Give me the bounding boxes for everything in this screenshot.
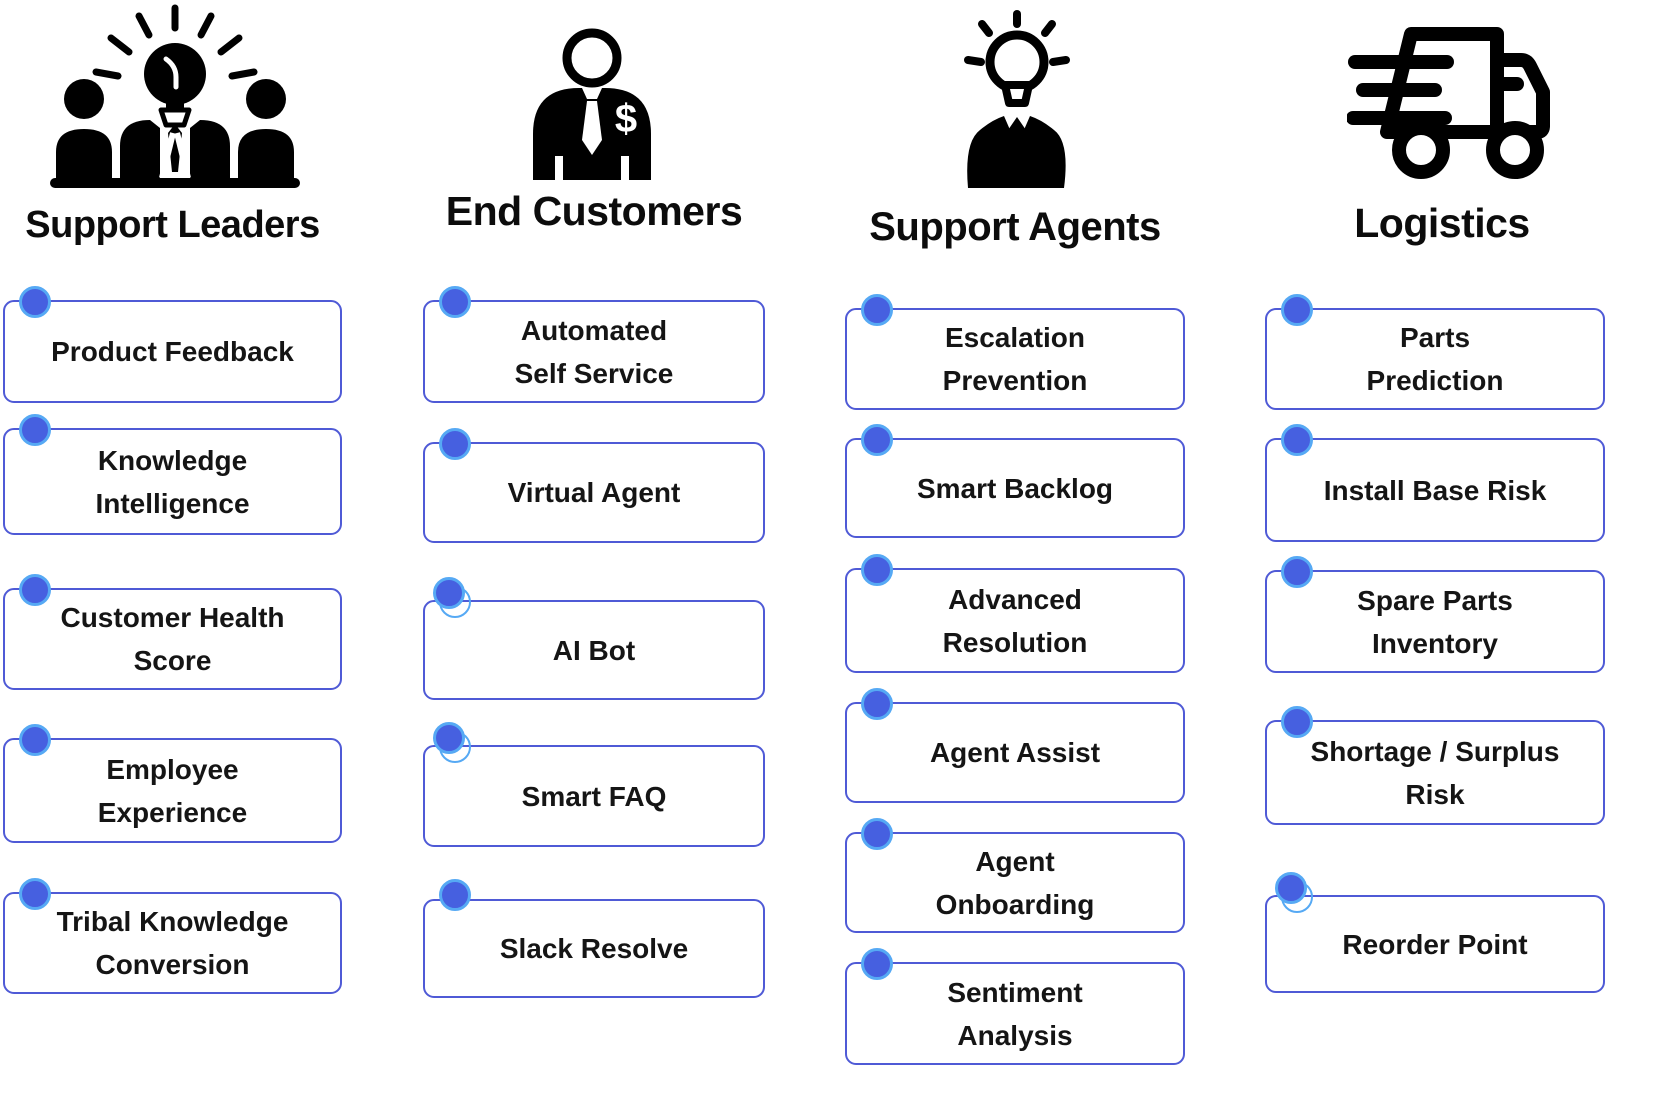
feature-box: Virtual Agent (423, 428, 765, 543)
delivery-truck-icon (1347, 27, 1550, 179)
feature-box: Employee Experience (3, 724, 342, 843)
feature-label: Virtual Agent (507, 477, 681, 508)
feature-label: Parts Prediction (1366, 322, 1504, 396)
bullet-dot (861, 948, 893, 980)
feature-label: Product Feedback (51, 336, 294, 367)
businessman-dollar-icon: $ (533, 28, 651, 180)
feature-label: Agent Onboarding (935, 845, 1095, 920)
feature-box: Slack Resolve (423, 879, 765, 998)
feature-label: Knowledge Intelligence (95, 444, 250, 519)
bullet-dot (861, 554, 893, 586)
bullet-dot (19, 878, 51, 910)
column-title: End Customers (445, 188, 743, 234)
feature-label: Spare Parts Inventory (1357, 584, 1513, 659)
feature-box: Reorder Point (1265, 872, 1605, 993)
feature-label: AI Bot (552, 634, 636, 666)
bullet-dot (1281, 424, 1313, 456)
bullet-dot (861, 294, 893, 326)
feature-label: Smart FAQ (521, 780, 667, 812)
feature-box: Sentiment Analysis (845, 948, 1185, 1065)
feature-box: Escalation Prevention (845, 294, 1185, 410)
feature-label: Escalation Prevention (942, 322, 1088, 396)
feature-label: Smart Backlog (916, 472, 1114, 504)
feature-label: Reorder Point (1342, 928, 1528, 960)
bullet-dot (861, 818, 893, 850)
bullet-dot (19, 574, 51, 606)
agent-lightbulb-icon (964, 10, 1070, 188)
feature-box: Agent Onboarding (845, 818, 1185, 933)
feature-box: Smart FAQ (423, 722, 765, 847)
svg-text:$: $ (615, 97, 637, 141)
feature-box: Product Feedback (3, 286, 342, 403)
feature-box: Tribal Knowledge Conversion (3, 878, 342, 994)
feature-label: Automated Self Service (514, 314, 674, 389)
feature-box: Smart Backlog (845, 424, 1185, 538)
feature-box: Advanced Resolution (845, 554, 1185, 673)
feature-box: AI Bot (423, 577, 765, 700)
bullet-dot (1281, 706, 1313, 738)
bullet-dot (19, 286, 51, 318)
feature-box: Customer Health Score (3, 574, 342, 690)
feature-box: Knowledge Intelligence (3, 414, 342, 535)
feature-label: Install Base Risk (1323, 474, 1547, 506)
feature-box: Shortage / Surplus Risk (1265, 706, 1605, 825)
column-title: Support Agents (869, 205, 1161, 249)
bullet-dot (861, 688, 893, 720)
bullet-dot (861, 424, 893, 456)
bullet-dot (439, 286, 471, 318)
feature-label: Shortage / Surplus Risk (1310, 735, 1560, 810)
feature-box: Agent Assist (845, 688, 1185, 803)
feature-box: Automated Self Service (423, 286, 765, 403)
feature-box: Spare Parts Inventory (1265, 556, 1605, 673)
column-end-customers: $ End Customers Automated Self Service V… (423, 0, 765, 1102)
team-lightbulb-icon (50, 4, 300, 188)
column-support-leaders: Support Leaders Product Feedback Knowled… (3, 0, 342, 1102)
bullet-dot (433, 722, 465, 754)
bullet-dot (1275, 872, 1307, 904)
feature-label: Tribal Knowledge Conversion (56, 906, 289, 980)
bullet-dot (439, 428, 471, 460)
bullet-dot (19, 724, 51, 756)
bullet-dot (19, 414, 51, 446)
bullet-dot (433, 577, 465, 609)
feature-label: Agent Assist (929, 737, 1101, 768)
feature-label: Sentiment Analysis (947, 976, 1083, 1051)
column-title: Logistics (1354, 200, 1530, 246)
bullet-dot (439, 879, 471, 911)
feature-box: Install Base Risk (1265, 424, 1605, 542)
bullet-dot (1281, 556, 1313, 588)
bullet-dot (1281, 294, 1313, 326)
feature-label: Advanced Resolution (942, 583, 1088, 658)
column-support-agents: Support Agents Escalation Prevention Sma… (845, 0, 1185, 1102)
feature-box: Parts Prediction (1265, 294, 1605, 410)
feature-label: Customer Health Score (60, 602, 285, 676)
feature-label: Employee Experience (97, 753, 248, 828)
feature-label: Slack Resolve (499, 933, 689, 964)
column-title: Support Leaders (25, 204, 320, 246)
column-logistics: Logistics Parts Prediction Install Base … (1265, 0, 1605, 1102)
